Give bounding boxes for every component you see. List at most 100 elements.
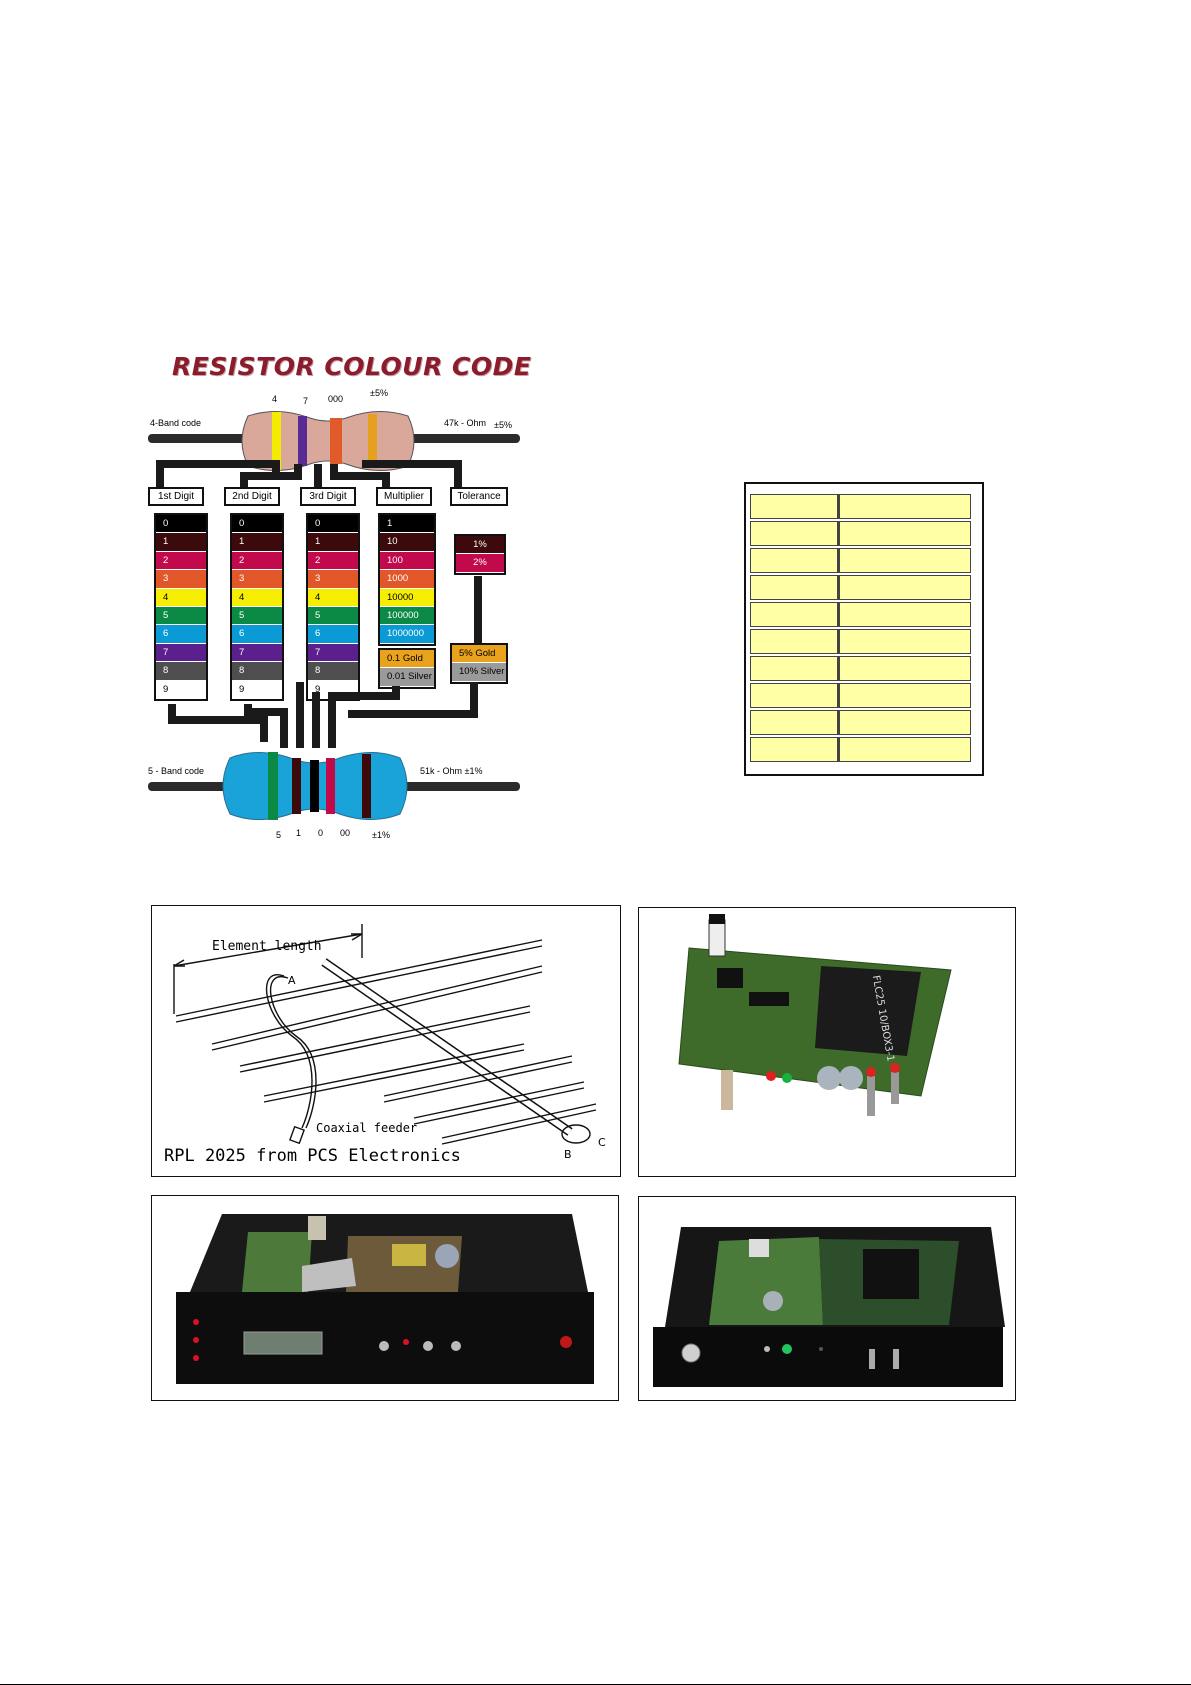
digit-cell: 0: [308, 515, 358, 534]
digit-cell: 4: [232, 588, 282, 607]
digit-cell: 8: [308, 662, 358, 681]
yellow-table-cell: [750, 548, 838, 573]
yellow-table-row: [750, 629, 971, 654]
header-3rd-digit: 3rd Digit: [300, 487, 356, 506]
digit-cell: 9: [156, 680, 206, 699]
top-resistor-value: 47k - Ohm: [444, 418, 487, 428]
yellow-table-row: [750, 602, 971, 627]
digit-cell: 5: [308, 606, 358, 626]
band-brown: [292, 758, 301, 814]
yellow-table-row: [750, 683, 971, 708]
digit-cell: 6: [156, 625, 206, 644]
digit-cell: 4: [156, 588, 206, 607]
digit-cell: 1: [232, 533, 282, 552]
bottom-resistor: [222, 751, 408, 821]
top-resistor-tolerance: ±5%: [494, 420, 512, 430]
digit-cell: 4: [308, 588, 358, 607]
multiplier-cell: 10000: [380, 588, 434, 607]
label-a: A: [288, 974, 296, 987]
bottom-digit: ±1%: [372, 830, 390, 840]
digit-cell: 0: [156, 515, 206, 534]
digit-cell: 5: [232, 606, 282, 626]
multiplier-cell: 100: [380, 551, 434, 571]
digit-cell: 2: [232, 551, 282, 571]
multiplier-gold-silver: 0.1 Gold 0.01 Silver: [378, 648, 436, 689]
resistor-colour-code-chart: RESISTOR COLOUR CODE 4 7 000 ±5% 4-Band …: [148, 352, 531, 850]
yellow-table-cell: [838, 656, 971, 681]
digit-cell: 7: [156, 643, 206, 663]
bottom-band-label: 5 - Band code: [148, 766, 205, 776]
yellow-table-cell: [838, 737, 971, 762]
header-2nd-digit: 2nd Digit: [224, 487, 280, 506]
digit-cell: 1: [156, 533, 206, 552]
yellow-table-cell: [750, 737, 838, 762]
multiplier-cell: 100000: [380, 606, 434, 626]
top-digit: ±5%: [370, 388, 388, 398]
digit-cell: 3: [308, 570, 358, 589]
digit-cell: 3: [156, 570, 206, 589]
top-digit: 000: [328, 394, 344, 404]
label-c: C: [598, 1136, 606, 1149]
multiplier-column: 1 10 100 1000 10000 100000 1000000: [378, 513, 436, 646]
top-digit: 7: [303, 396, 309, 406]
yellow-table-cell: [750, 521, 838, 546]
digit-column-2: 0 1 2 3 4 5 6 7 8 9: [230, 513, 284, 701]
bottom-digit: 1: [296, 828, 302, 838]
multiplier-cell: 1: [380, 515, 434, 534]
yellow-table-cell: [838, 521, 971, 546]
digit-cell: 2: [308, 551, 358, 571]
header-1st-digit: 1st Digit: [148, 487, 204, 506]
digit-cell: 0: [232, 515, 282, 534]
band-green: [268, 752, 278, 820]
yellow-table-cell: [838, 683, 971, 708]
yellow-table-cell: [750, 629, 838, 654]
digit-cell: 1: [308, 533, 358, 552]
pcb-illustration: FLC25 10/BOX3-1: [678, 914, 952, 1116]
multiplier-cell: 10: [380, 533, 434, 552]
header-multiplier: Multiplier: [376, 487, 432, 506]
antenna-drawing: Element length A B C Coaxial feeder RPL …: [151, 905, 621, 1177]
yellow-table: [750, 492, 971, 764]
yellow-table-cell: [750, 683, 838, 708]
yellow-table-cell: [838, 710, 971, 735]
digit-cell: 7: [308, 643, 358, 663]
tolerance-cell: 2%: [456, 554, 504, 573]
multiplier-cell: 1000: [380, 570, 434, 589]
band-yellow: [272, 412, 281, 470]
yellow-table-row: [750, 575, 971, 600]
yellow-table-row: [750, 548, 971, 573]
enclosure-illustration: [176, 1214, 594, 1384]
tolerance-column: 1% 2%: [454, 534, 506, 575]
digit-cell: 3: [232, 570, 282, 589]
yellow-table-cell: [750, 494, 838, 519]
top-band-label: 4-Band code: [150, 418, 202, 428]
digit-cell: 8: [156, 662, 206, 681]
header-tolerance: Tolerance: [450, 487, 508, 506]
band-black: [310, 760, 319, 812]
enclosure-photo: [151, 1195, 619, 1401]
yellow-table-row: [750, 710, 971, 735]
band-brown-tol: [362, 754, 371, 818]
bottom-digit: 5: [276, 830, 282, 840]
yellow-table-cell: [750, 602, 838, 627]
yellow-table-cell: [838, 602, 971, 627]
yellow-table-cell: [750, 656, 838, 681]
digit-cell: 6: [232, 625, 282, 644]
top-digit: 4: [272, 394, 278, 404]
empty-colour-table: [744, 482, 984, 776]
enclosure-pcb-illustration: [653, 1227, 1005, 1387]
yellow-table-row: [750, 656, 971, 681]
yellow-table-cell: [838, 494, 971, 519]
yellow-table-cell: [838, 629, 971, 654]
tolerance-gold-silver: 5% Gold 10% Silver: [450, 643, 508, 684]
band-red: [326, 758, 335, 814]
top-resistor: [241, 410, 415, 472]
multiplier-silver: 0.01 Silver: [380, 668, 434, 687]
band-gold: [368, 414, 377, 468]
digit-cell: 2: [156, 551, 206, 571]
yellow-table-cell: [838, 548, 971, 573]
multiplier-gold: 0.1 Gold: [380, 650, 434, 669]
pcb-photo: FLC25 10/BOX3-1: [638, 907, 1016, 1177]
yellow-table-row: [750, 521, 971, 546]
digit-cell: 7: [232, 643, 282, 663]
